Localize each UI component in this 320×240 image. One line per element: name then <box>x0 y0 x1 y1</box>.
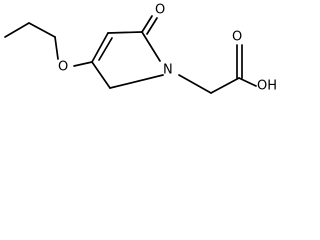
ring-carbonyl-bond-b <box>146 17 158 35</box>
acid-oh-bond <box>238 77 257 87</box>
ring-c3-c4-double-bond-inner <box>98 37 113 61</box>
ether-o-ring-bond <box>73 61 93 67</box>
ring-oxygen-label: O <box>155 3 165 18</box>
ring-c2-n-bond <box>109 74 164 89</box>
hydroxyl-label: OH <box>257 79 277 94</box>
ring-c3-c4-double-bond <box>91 32 109 63</box>
ring-c4-c5-bond <box>107 31 143 34</box>
ring-c5-n-bond <box>141 31 161 62</box>
chemical-structure: O N O O OH <box>4 3 277 94</box>
n-ch2-bond <box>178 74 212 94</box>
ether-o-c-bond-left <box>54 36 59 60</box>
ring-c3-c2-bond <box>91 61 111 89</box>
ethyl-ch3-bond <box>4 22 30 38</box>
ethyl-ch2-bond <box>28 22 56 38</box>
ring-nitrogen-label: N <box>163 63 173 78</box>
ether-oxygen-label: O <box>58 60 68 75</box>
ring-carbonyl-bond-a <box>141 15 153 33</box>
acid-oxygen-label: O <box>232 30 242 45</box>
ch2-cooh-bond <box>210 77 240 94</box>
